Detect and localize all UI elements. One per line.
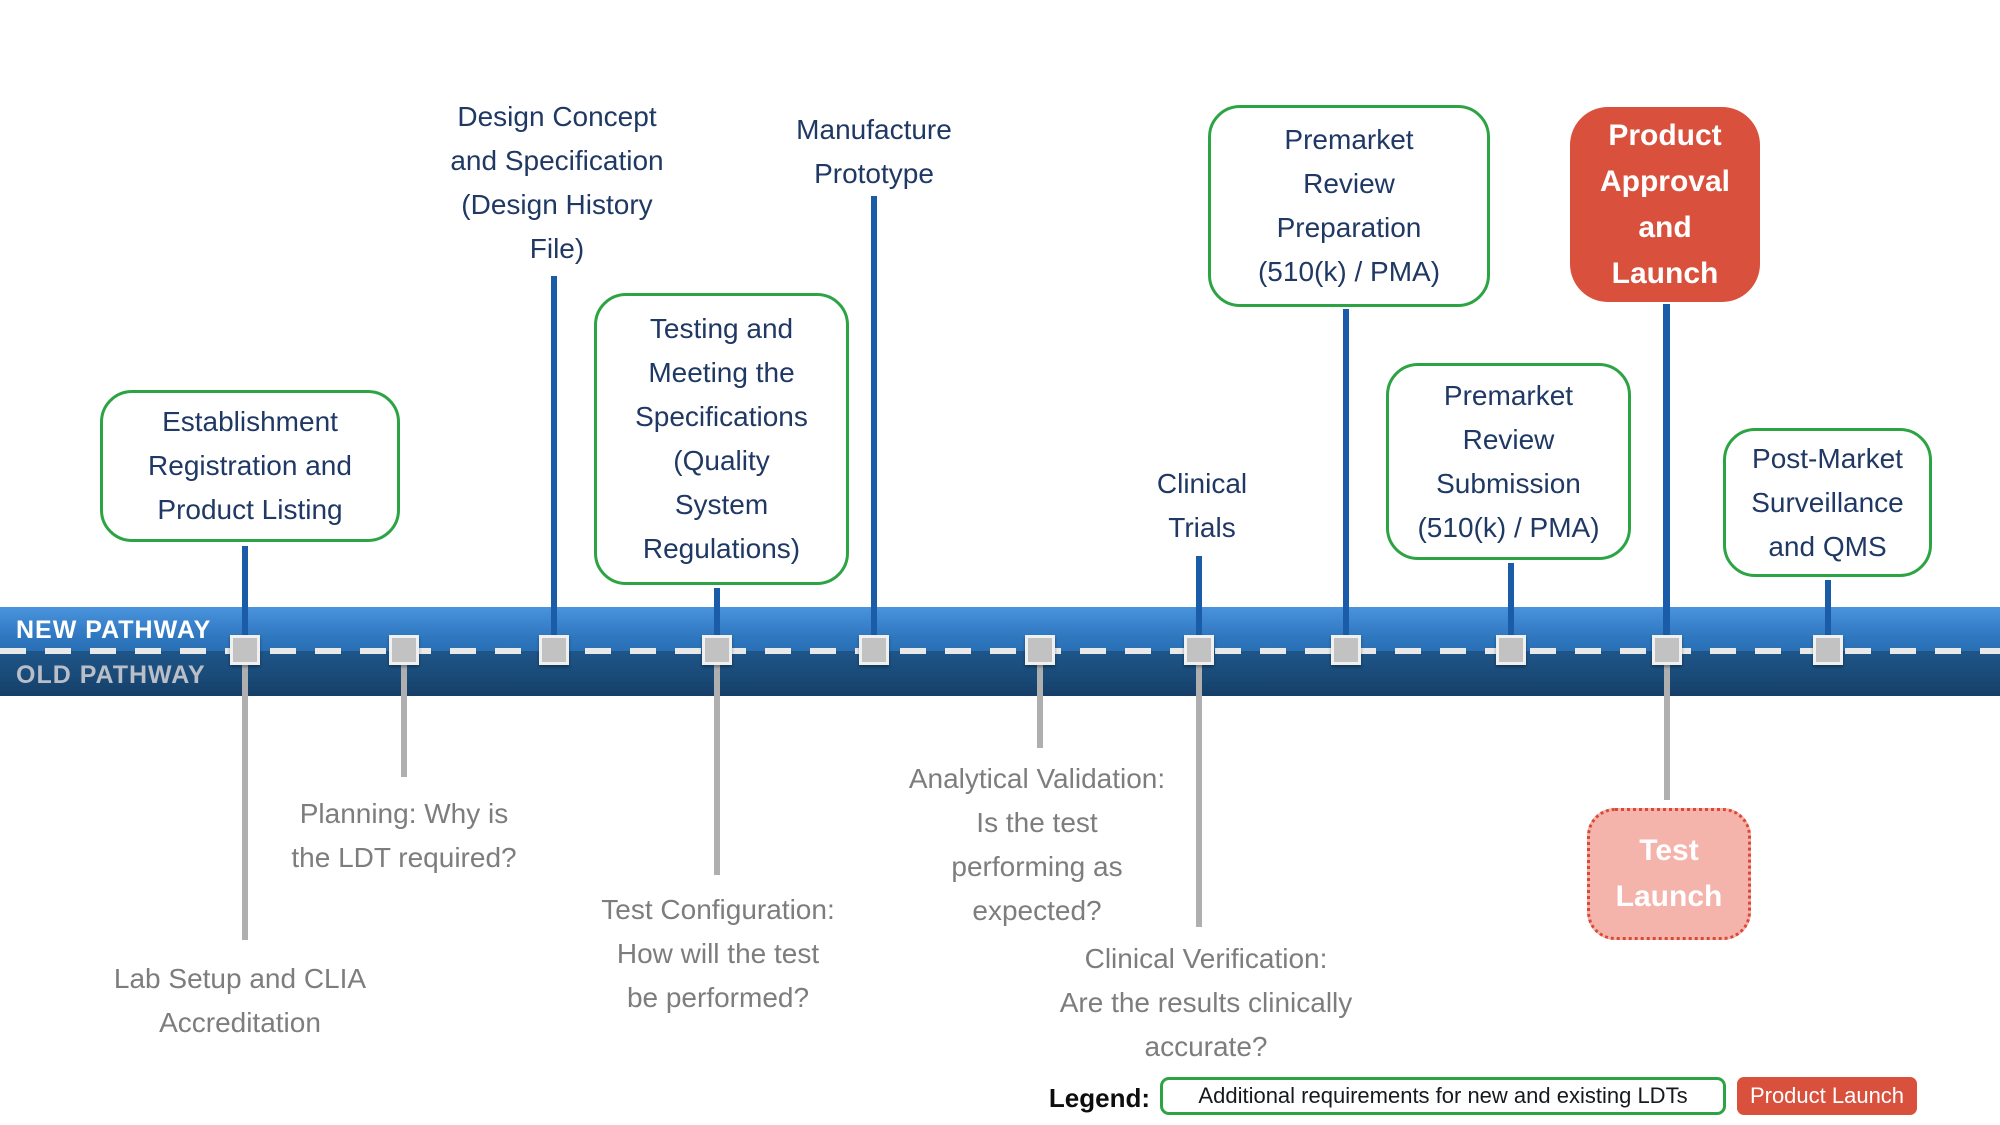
milestone-establishment-registration: Establishment Registration and Product L… [100,390,400,542]
milestone-line: Meeting the [648,357,795,388]
milestone-line: Prototype [814,158,934,189]
milestone-line: Test [1639,834,1699,867]
milestone-line: Surveillance [1751,486,1904,518]
milestone-line: Review [1303,168,1395,199]
legend-item-additional-requirements: Additional requirements for new and exis… [1160,1077,1726,1115]
timeline-marker [539,635,569,665]
legend-title: Legend: [1048,1083,1150,1113]
milestone-premarket-review-preparation: Premarket Review Preparation (510(k) / P… [1208,105,1490,307]
milestone-line: Launch [1615,880,1723,913]
milestone-line: Manufacture [796,114,952,145]
connector-clinical-verification [1196,663,1202,927]
milestone-manufacture-prototype: Manufacture Prototype [724,108,1024,196]
connector-testing [714,588,720,638]
milestone-line: Planning: Why is [299,798,509,829]
milestone-line: Trials [1168,512,1236,543]
connector-planning [401,663,407,777]
milestone-lab-setup-clia: Lab Setup and CLIA Accreditation [65,957,415,1045]
timeline-marker [1496,635,1526,665]
milestone-line: Clinical Verification: [1084,943,1328,974]
timeline-marker [389,635,419,665]
milestone-line: Clinical [1156,468,1248,499]
milestone-premarket-review-submission: Premarket Review Submission (510(k) / PM… [1386,363,1631,560]
milestone-line: and [1638,210,1692,244]
milestone-line: How will the test [616,938,820,969]
connector-premarket-submission [1508,563,1514,638]
connector-test-configuration [714,663,720,875]
milestone-post-market-surveillance: Post-Market Surveillance and QMS [1723,428,1932,577]
milestone-line: Specifications [635,401,808,432]
milestone-analytical-validation: Analytical Validation: Is the test perfo… [877,757,1197,933]
connector-test-launch [1664,663,1670,800]
legend-item-product-launch: Product Launch [1737,1077,1917,1115]
milestone-line: Review [1462,423,1555,455]
milestone-line: System [674,489,769,520]
milestone-line: expected? [972,895,1102,926]
milestone-line: Analytical Validation: [908,763,1166,794]
timeline-marker [1025,635,1055,665]
milestone-line: Are the results clinically [1059,987,1353,1018]
milestone-line: Approval [1599,164,1731,198]
timeline-marker [230,635,260,665]
new-pathway-band [0,607,2000,651]
old-pathway-band [0,651,2000,696]
milestone-line: Registration and [148,450,352,481]
milestone-test-launch: Test Launch [1587,808,1751,940]
milestone-line: (510(k) / PMA) [1257,256,1441,287]
milestone-line: accurate? [1144,1031,1268,1062]
milestone-line: Establishment [162,406,338,437]
milestone-line: Premarket [1443,379,1574,411]
timeline-marker [859,635,889,665]
milestone-line: be performed? [626,982,810,1013]
milestone-line: (Design History [461,189,653,220]
milestone-line: Accreditation [159,1007,321,1038]
legend-item-label: Additional requirements for new and exis… [1198,1083,1688,1108]
timeline-marker [1652,635,1682,665]
milestone-line: and QMS [1768,530,1887,562]
connector-premarket-preparation [1343,309,1349,638]
old-pathway-label: OLD PATHWAY [16,661,206,689]
legend-item-label: Product Launch [1749,1083,1905,1108]
connector-manufacture-prototype [871,196,877,638]
milestone-line: Testing and [649,313,794,344]
connector-product-approval [1663,304,1670,638]
milestone-line: Product [1608,118,1722,152]
milestone-clinical-verification: Clinical Verification: Are the results c… [1016,937,1396,1069]
connector-establishment [242,546,248,638]
milestone-line: and Specification [450,145,664,176]
milestone-clinical-trials: Clinical Trials [1102,462,1302,550]
timeline-marker [1331,635,1361,665]
milestone-line: Design Concept [457,101,657,132]
timeline-marker [1813,635,1843,665]
milestone-testing-specifications: Testing and Meeting the Specifications (… [594,293,849,585]
timeline-marker [702,635,732,665]
milestone-line: Is the test [976,807,1098,838]
milestone-design-concept: Design Concept and Specification (Design… [407,95,707,271]
connector-post-market [1825,580,1831,638]
milestone-line: Product Listing [157,494,343,525]
milestone-line: File) [529,233,585,264]
connector-lab-setup [242,663,248,940]
milestone-product-approval-launch: Product Approval and Launch [1570,107,1760,302]
milestone-line: Preparation [1276,212,1422,243]
milestone-line: (Quality [673,445,770,476]
milestone-line: Premarket [1284,124,1414,155]
new-pathway-label: NEW PATHWAY [16,616,212,644]
connector-clinical-trials [1196,556,1202,638]
milestone-line: Submission [1436,467,1581,499]
milestone-planning: Planning: Why is the LDT required? [254,792,554,880]
connector-analytical-validation [1037,663,1043,748]
milestone-line: Test Configuration: [601,894,835,925]
milestone-line: Launch [1611,256,1719,290]
milestone-line: Post-Market [1752,442,1903,474]
milestone-line: the LDT required? [291,842,517,873]
connector-design-concept [551,276,557,638]
dashed-divider [0,648,2000,654]
timeline-marker [1184,635,1214,665]
milestone-line: performing as [951,851,1123,882]
milestone-line: (510(k) / PMA) [1417,511,1600,543]
milestone-line: Regulations) [642,533,801,564]
milestone-line: Lab Setup and CLIA [113,963,367,994]
milestone-test-configuration: Test Configuration: How will the test be… [543,888,893,1020]
